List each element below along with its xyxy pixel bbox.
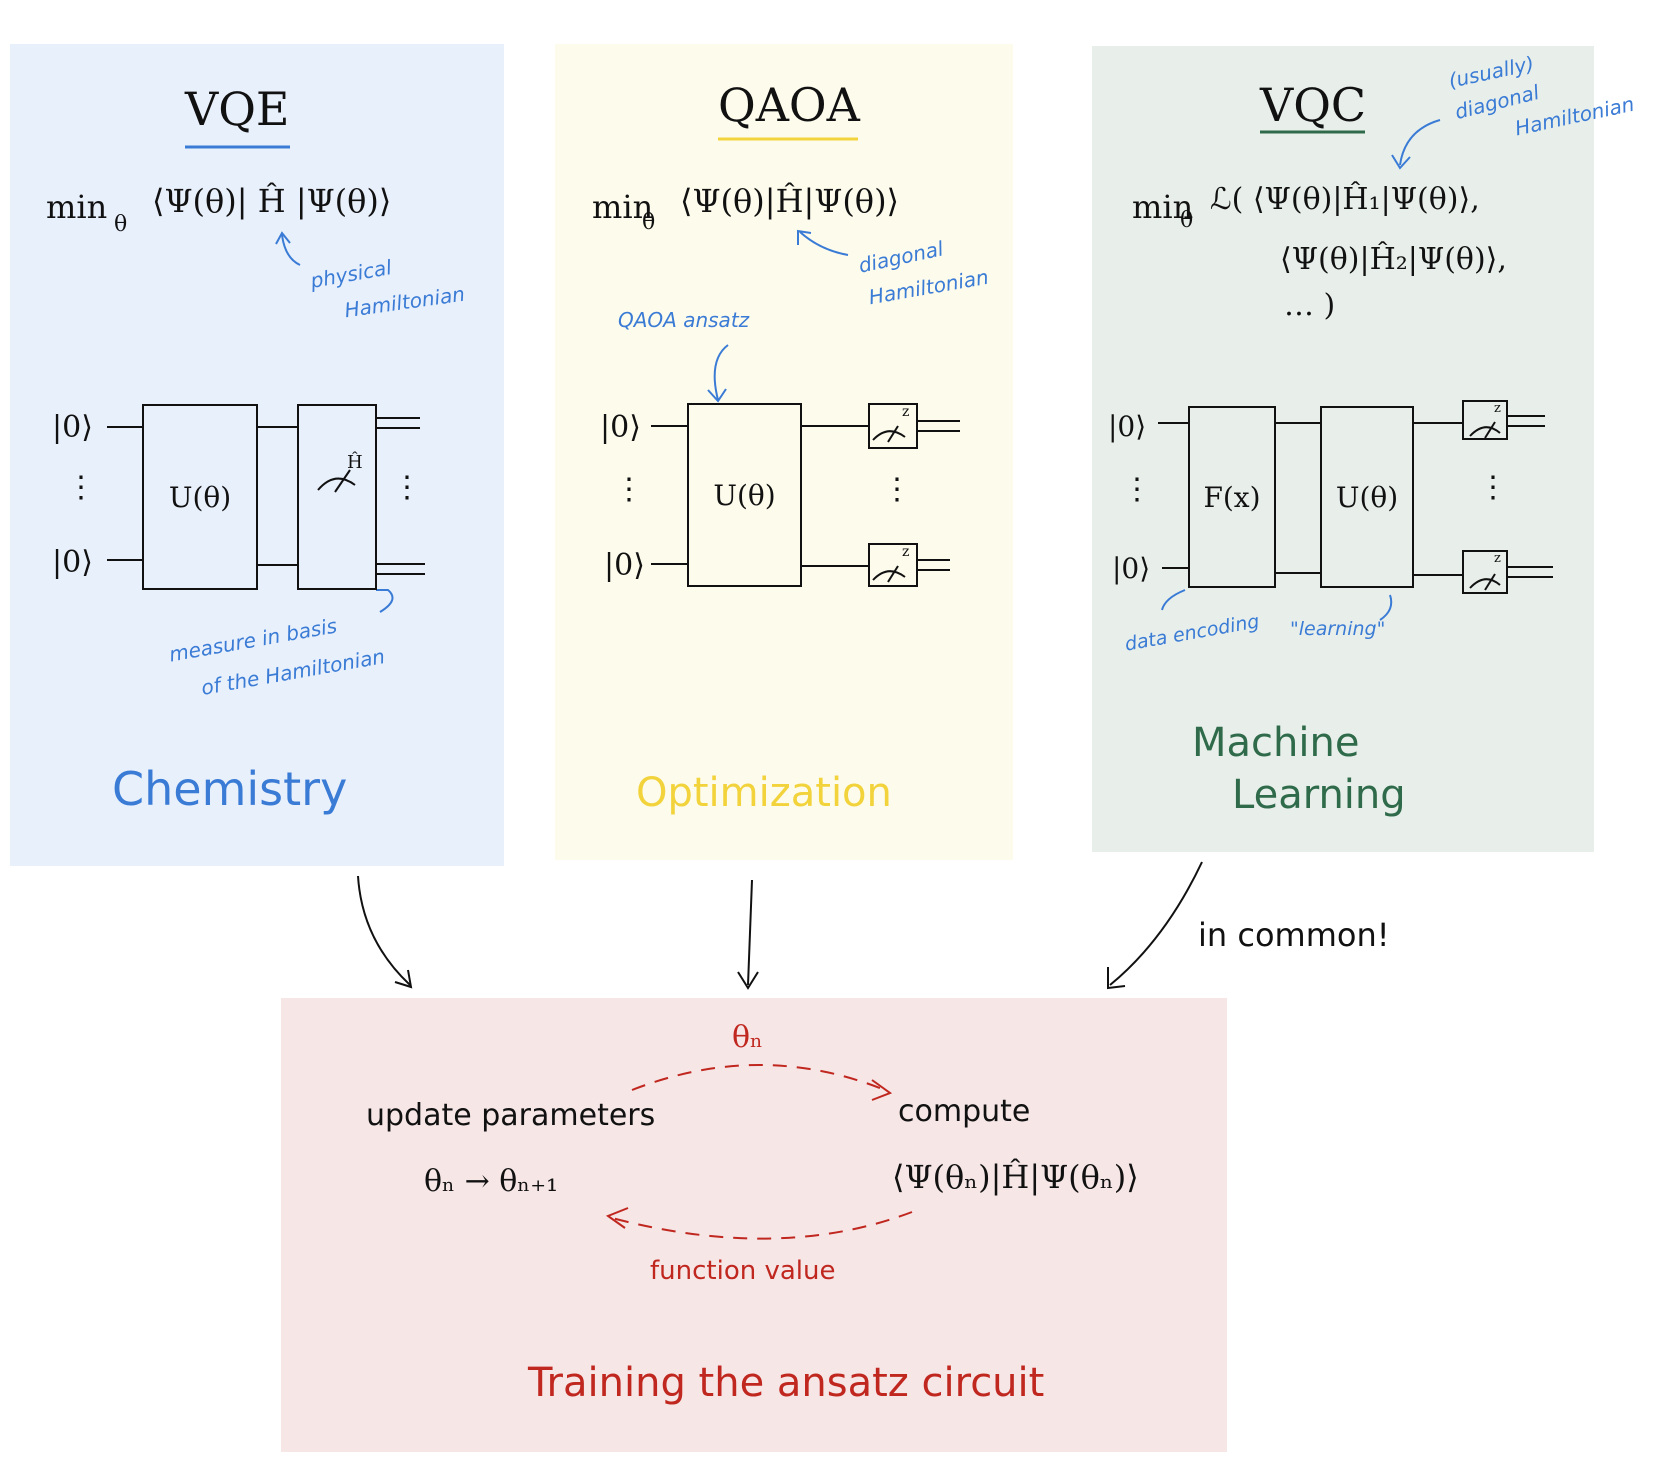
vqe-formula: ⟨Ψ(θ)| Ĥ |Ψ(θ)⟩ [152,182,392,220]
vqc-measure-bottom-label: z [1494,551,1501,566]
qaoa-gate-label: U(θ) [713,478,776,512]
training-update-formula: θₙ → θₙ₊₁ [424,1164,559,1199]
qaoa-formula-sub: θ [642,210,656,235]
vqc-encoding-gate: F(x) [1188,406,1276,588]
qaoa-hamiltonian-arrow [799,231,849,256]
vqc-panel [1092,46,1594,852]
vqc-formula-sub: θ [1180,208,1194,233]
training-compute-formula: ⟨Ψ(θₙ)|Ĥ|Ψ(θₙ)⟩ [892,1158,1139,1196]
vqc-measure-bottom [1462,550,1508,594]
vqe-hamiltonian-arrow [281,234,301,266]
vqe-measure-arrow [376,589,394,613]
vqc-formula-min: min [1132,188,1194,226]
qaoa-ket-top: |0⟩ [600,410,641,445]
vqe-measure-box [297,404,377,590]
qaoa-field-label: Optimization [636,770,892,816]
vqe-title: VQE [185,82,290,136]
vqc-dots-left: ⋮ [1122,472,1152,507]
vqc-measure-top-label: z [1494,401,1501,416]
vqe-ket-bottom: |0⟩ [52,545,93,580]
training-title: Training the ansatz circuit [528,1360,1045,1406]
vqe-formula-sub: θ [114,212,128,237]
vqc-field-label-2: Learning [1232,772,1406,818]
training-update-label: update parameters [366,1098,656,1133]
vqc-usually-arrow [1399,119,1441,166]
vqc-formula-line3: … ) [1284,288,1336,323]
qaoa-dots-left: ⋮ [614,472,644,507]
arrow-vqe-to-training [357,875,411,986]
vqc-encoding-label: F(x) [1203,480,1261,514]
qaoa-ansatz-arrow [713,344,729,401]
vqe-unitary-gate: U(θ) [142,404,258,590]
vqc-encoding-arrow [1161,589,1186,611]
common-label: in common! [1198,916,1390,954]
loop-arrow-bottom [611,1211,913,1240]
vqc-dots-right: ⋮ [1478,470,1508,505]
qaoa-formula-min: min [592,188,654,226]
qaoa-measure-top [868,403,918,449]
vqe-dots-right: ⋮ [392,470,422,505]
loop-arrow-top [631,1064,886,1091]
qaoa-formula: ⟨Ψ(θ)|Ĥ|Ψ(θ)⟩ [680,182,900,220]
vqc-note-learning: "learning" [1290,618,1386,640]
vqe-gate-label: U(θ) [168,480,232,514]
vqc-title: VQC [1260,78,1367,132]
vqc-ket-top: |0⟩ [1108,410,1147,443]
training-top-label: θₙ [732,1020,764,1055]
qaoa-measure-bottom-label: z [902,544,910,560]
training-panel [281,998,1227,1452]
qaoa-dots-right: ⋮ [882,472,912,507]
training-compute-label: compute [898,1094,1031,1129]
arrow-vqc-to-training [1109,861,1203,986]
qaoa-measure-top-label: z [902,404,910,420]
vqc-field-label-1: Machine [1192,720,1360,766]
qaoa-panel [555,44,1013,860]
training-bottom-label: function value [650,1256,836,1286]
qaoa-note-ansatz: QAOA ansatz [618,308,750,332]
vqe-dots-left: ⋮ [66,470,96,505]
vqc-formula-line2: ⟨Ψ(θ)|Ĥ₂|Ψ(θ)⟩, [1280,242,1507,277]
qaoa-unitary-gate: U(θ) [687,403,802,587]
vqe-formula-min: min [46,188,108,226]
vqc-unitary-gate: U(θ) [1320,406,1414,588]
vqc-ket-bottom: |0⟩ [1112,552,1151,585]
vqc-gate-label: U(θ) [1335,480,1399,514]
arrow-qaoa-to-training [747,879,753,986]
vqe-measure-label: Ĥ [347,452,363,473]
vqc-measure-top [1462,400,1508,440]
vqe-ket-top: |0⟩ [52,410,93,445]
vqe-field-label: Chemistry [112,762,348,816]
qaoa-measure-bottom [868,543,918,587]
vqc-formula-line1: ℒ( ⟨Ψ(θ)|Ĥ₁|Ψ(θ)⟩, [1210,182,1480,217]
qaoa-ket-bottom: |0⟩ [604,548,645,583]
qaoa-title: QAOA [718,78,860,132]
vqc-learning-arrow [1379,594,1393,621]
